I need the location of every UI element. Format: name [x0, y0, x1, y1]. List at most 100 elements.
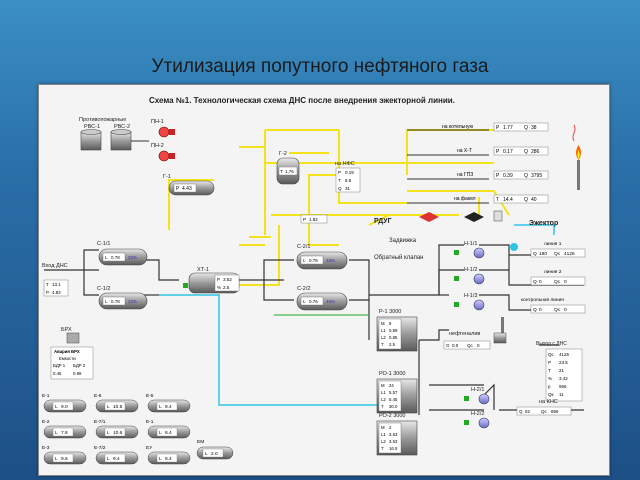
pump-h13[interactable]	[454, 299, 485, 311]
svg-text:2: 2	[389, 425, 392, 430]
ejector-node[interactable]	[510, 243, 518, 251]
svg-text:5.45: 5.45	[389, 397, 398, 402]
svg-text:L: L	[105, 299, 108, 304]
svg-text:0.19: 0.19	[345, 170, 354, 175]
pump-pn1[interactable]	[158, 126, 175, 138]
svg-text:40: 40	[531, 197, 537, 203]
svg-text:10.6: 10.6	[113, 430, 123, 436]
svg-text:9.0: 9.0	[61, 404, 68, 410]
svg-text:контрольная линия: контрольная линия	[521, 298, 564, 303]
svg-text:856: 856	[551, 409, 559, 414]
svg-text:23.5: 23.5	[559, 360, 568, 365]
zadvizhka-valve[interactable]	[464, 212, 484, 222]
svg-text:0: 0	[539, 279, 542, 285]
neftealiv-label: нефтеналив	[449, 331, 480, 337]
svg-text:3.52: 3.52	[223, 277, 232, 282]
svg-text:Е-6: Е-6	[94, 393, 102, 399]
inlet-label: Вход ДНС	[42, 263, 68, 269]
svg-text:0.96: 0.96	[73, 371, 82, 376]
svg-text:3.42: 3.42	[559, 376, 568, 381]
pump-h21[interactable]	[464, 393, 490, 405]
svg-text:13.1: 13.1	[52, 282, 61, 287]
svg-text:L2: L2	[381, 397, 386, 402]
vessel-g1[interactable]: P 4.43	[168, 180, 215, 196]
rvs2-label: РВС-2	[114, 124, 130, 130]
h11-label: Н-1/1	[464, 241, 477, 247]
svg-text:L: L	[303, 258, 306, 263]
svg-text:956: 956	[559, 384, 567, 389]
g2-t-value: 1,76	[285, 169, 294, 174]
pump-pn2[interactable]	[158, 150, 175, 162]
rdug-valve[interactable]	[419, 212, 439, 222]
loading-rack-icon	[493, 317, 507, 344]
svg-text:Qc: Qc	[554, 251, 561, 257]
svg-text:на котельную: на котельную	[442, 124, 473, 130]
pn1-label: ПН-1	[151, 119, 164, 125]
c12-label: С-1/2	[97, 286, 110, 292]
ejector-label: Эжектор	[529, 220, 558, 227]
svg-text:L1: L1	[381, 432, 386, 437]
svg-text:ЕМ: ЕМ	[197, 439, 204, 445]
svg-text:L2: L2	[381, 335, 386, 340]
svg-text:24: 24	[389, 383, 394, 388]
svg-text:0: 0	[539, 307, 542, 313]
svg-text:4126: 4126	[559, 352, 570, 357]
svg-text:%: %	[548, 376, 552, 381]
svg-text:Е-1: Е-1	[42, 393, 50, 399]
svg-text:Q: Q	[533, 251, 537, 257]
svg-text:T: T	[338, 178, 341, 183]
svg-text:L: L	[55, 430, 58, 436]
rvs-tank-1[interactable]	[80, 129, 102, 151]
vessel-g2[interactable]: T 1,76	[276, 157, 300, 185]
svg-text:L: L	[159, 404, 162, 410]
svg-text:8.4: 8.4	[165, 456, 172, 462]
svg-text:T: T	[548, 368, 551, 373]
pump-h11[interactable]	[454, 247, 485, 259]
svg-text:линия 1: линия 1	[544, 241, 562, 247]
svg-text:T: T	[46, 282, 49, 287]
svg-text:Q: Q	[524, 149, 528, 155]
svg-text:4.82: 4.82	[52, 290, 61, 295]
rvs-tank-2[interactable]	[110, 129, 132, 151]
g2-label: Г-2	[279, 151, 287, 157]
svg-text:Емкости: Емкости	[59, 356, 76, 361]
svg-text:P: P	[496, 125, 500, 131]
svg-text:%: %	[217, 285, 221, 290]
pump-h12[interactable]	[454, 273, 485, 285]
svg-text:P: P	[303, 217, 306, 222]
h12-label: Н-1/2	[464, 267, 477, 273]
svg-text:0.85: 0.85	[389, 335, 398, 340]
pump-h22[interactable]	[464, 417, 490, 429]
ro1-label: РО-1 3000	[379, 371, 405, 377]
svg-text:P: P	[496, 149, 500, 155]
svg-text:Е-3: Е-3	[42, 445, 50, 451]
svg-text:р: р	[548, 384, 551, 389]
svg-text:Qк: Qк	[548, 392, 554, 397]
